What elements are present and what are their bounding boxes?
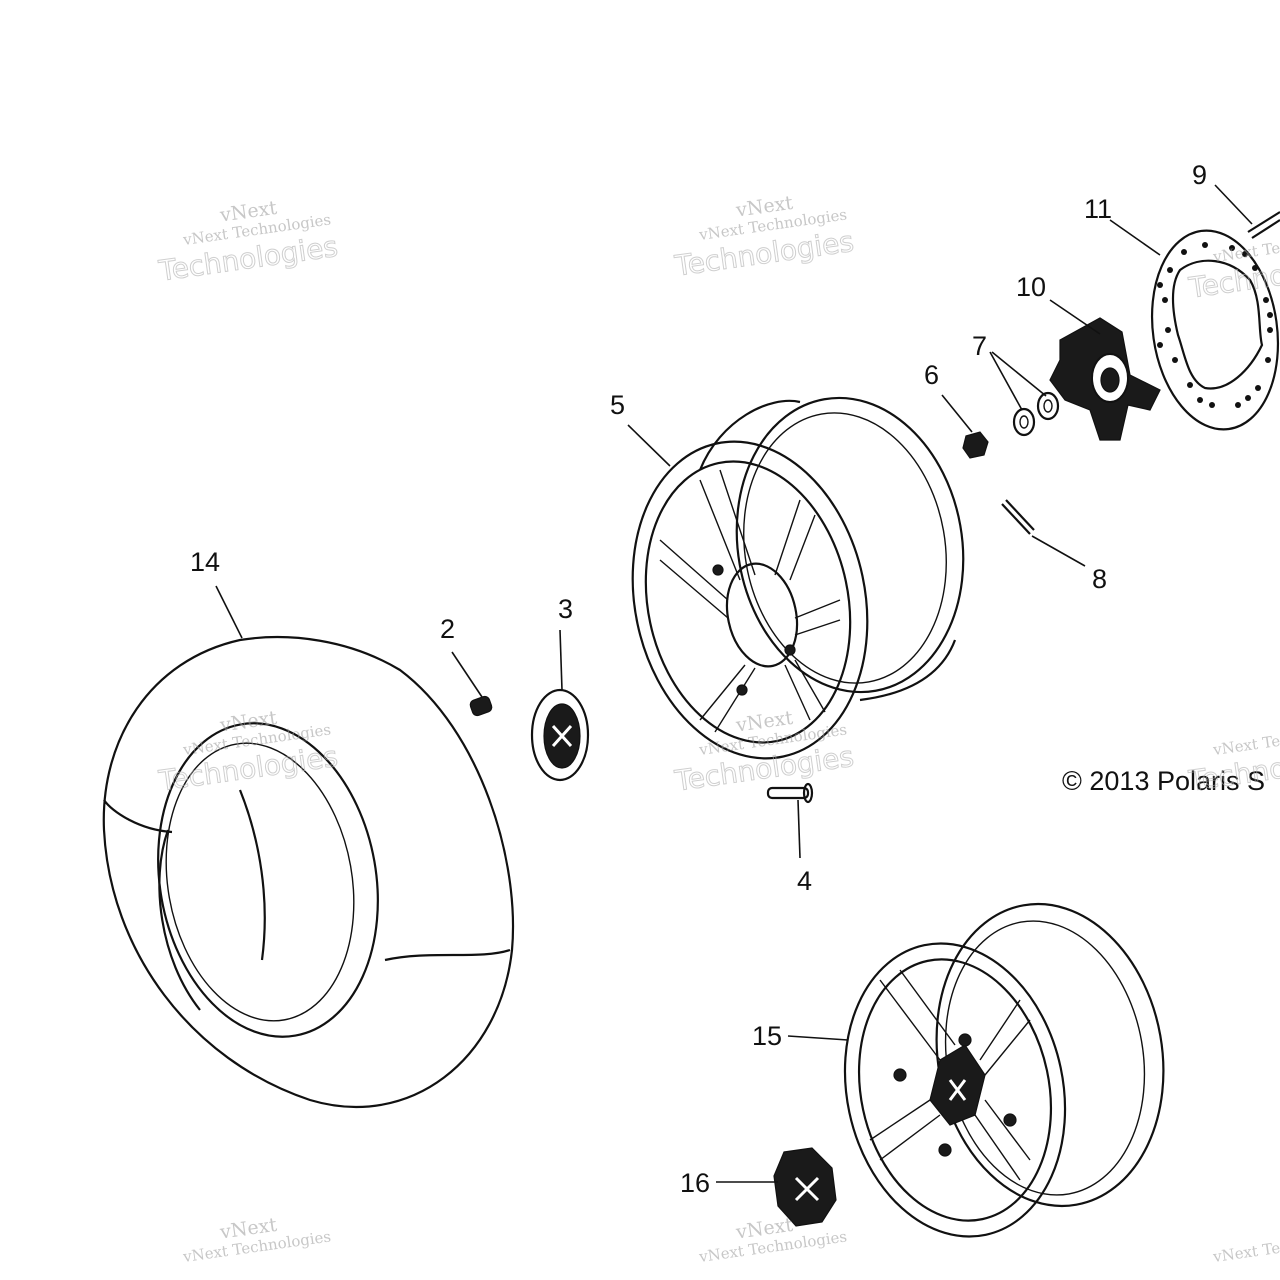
bolt-part xyxy=(1247,211,1280,239)
callout-9: 9 xyxy=(1192,160,1207,190)
callout-11: 11 xyxy=(1084,194,1112,224)
washers-part xyxy=(1012,391,1060,437)
callout-7: 7 xyxy=(972,331,987,361)
brake-disc-part xyxy=(1150,229,1280,431)
callout-16: 16 xyxy=(680,1168,710,1198)
callout-3: 3 xyxy=(558,594,573,624)
callout-5: 5 xyxy=(610,390,625,420)
callout-4: 4 xyxy=(797,866,812,896)
callout-15: 15 xyxy=(752,1021,782,1051)
octagon-cap-part xyxy=(773,1147,837,1227)
callout-10: 10 xyxy=(1016,272,1046,302)
callout-6: 6 xyxy=(924,360,939,390)
wheel-rim-part xyxy=(631,396,965,760)
callout-14: 14 xyxy=(190,547,220,577)
leader-lines xyxy=(215,184,1253,1183)
castle-nut-part xyxy=(962,431,989,459)
callout-2: 2 xyxy=(440,614,455,644)
pin-part xyxy=(766,782,814,804)
center-cap-part xyxy=(530,688,590,782)
cotter-pin-part xyxy=(1001,499,1035,535)
wheel-rim-alt-part xyxy=(843,902,1165,1238)
tire-part xyxy=(102,636,515,1109)
callout-numbers: 2 3 4 5 6 7 8 9 10 11 14 15 16 xyxy=(190,160,1207,1198)
valve-cap-part xyxy=(469,695,493,717)
callout-8: 8 xyxy=(1092,564,1107,594)
hub-part xyxy=(1049,317,1161,441)
copyright-notice: © 2013 Polaris S xyxy=(1062,766,1265,796)
watermark-text: vNext Technologies xyxy=(1211,1227,1280,1266)
